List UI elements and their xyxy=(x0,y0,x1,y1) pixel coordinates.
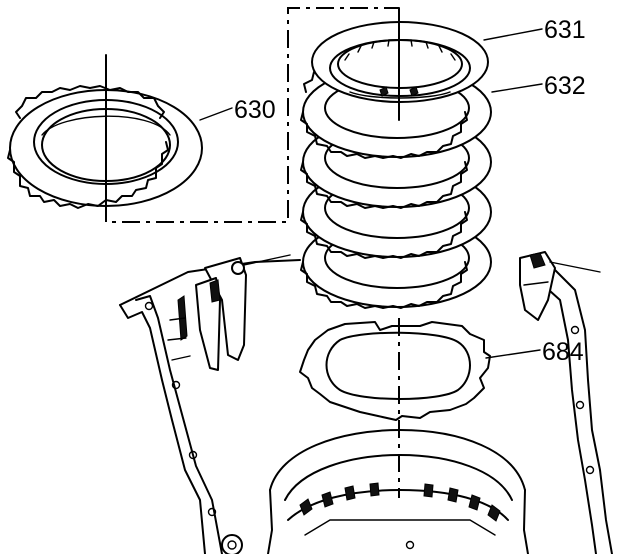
part-684-backing-plate xyxy=(299,321,491,421)
case-internal-splines xyxy=(221,482,501,554)
callout-684: 684 xyxy=(542,338,584,366)
leader-630 xyxy=(199,107,233,121)
callout-632: 632 xyxy=(544,72,586,100)
leader-lines xyxy=(199,28,543,359)
clutch-plate-stack xyxy=(300,21,492,309)
leader-631 xyxy=(483,28,543,41)
flange-bolt-holes xyxy=(144,301,595,550)
transmission-case xyxy=(119,251,613,554)
callout-631: 631 xyxy=(544,16,586,44)
leader-684 xyxy=(485,349,541,359)
right-anchor-bracket xyxy=(519,251,601,321)
alignment-center-lines xyxy=(105,7,400,498)
leader-632 xyxy=(491,83,543,93)
callout-labels: 630 631 632 684 xyxy=(234,16,586,366)
callout-630: 630 xyxy=(234,96,276,124)
left-anchor-bracket xyxy=(167,254,291,371)
